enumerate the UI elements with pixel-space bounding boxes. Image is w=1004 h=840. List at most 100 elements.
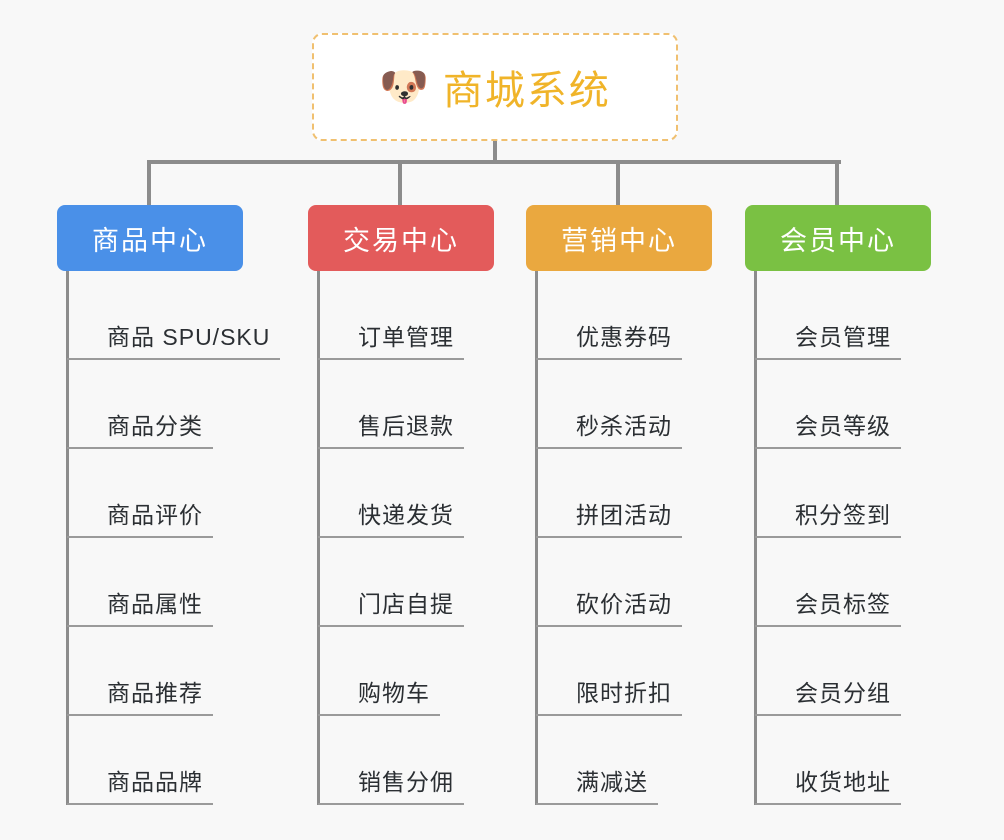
- category-box-marketing-center[interactable]: 营销中心: [526, 205, 712, 271]
- category-label-trade-center: 交易中心: [343, 225, 459, 256]
- connector-drop-product-center: [147, 160, 151, 205]
- leaf-label: 商品推荐: [97, 674, 213, 716]
- leaf-label: 快递发货: [348, 496, 464, 538]
- leaf-label: 满减送: [566, 763, 658, 805]
- leaf-item[interactable]: 商品推荐: [57, 627, 243, 716]
- connector-branch: [536, 803, 566, 805]
- leaf-label: 售后退款: [348, 407, 464, 449]
- leaf-item[interactable]: 会员等级: [745, 360, 931, 449]
- leaf-label: 商品分类: [97, 407, 213, 449]
- leaf-item[interactable]: 订单管理: [308, 271, 494, 360]
- category-box-product-center[interactable]: 商品中心: [57, 205, 243, 271]
- leaf-item[interactable]: 限时折扣: [526, 627, 712, 716]
- leaf-item[interactable]: 商品属性: [57, 538, 243, 627]
- leaf-list-marketing-center: 优惠券码秒杀活动拼团活动砍价活动限时折扣满减送: [526, 271, 712, 805]
- connector-branch: [318, 714, 348, 716]
- leaf-item[interactable]: 会员分组: [745, 627, 931, 716]
- leaf-item[interactable]: 砍价活动: [526, 538, 712, 627]
- connector-branch: [318, 447, 348, 449]
- category-box-member-center[interactable]: 会员中心: [745, 205, 931, 271]
- leaf-item[interactable]: 商品品牌: [57, 716, 243, 805]
- connector-branch: [755, 803, 785, 805]
- connector-branch: [536, 536, 566, 538]
- leaf-item[interactable]: 会员标签: [745, 538, 931, 627]
- connector-branch: [755, 447, 785, 449]
- connector-branch: [67, 358, 97, 360]
- leaf-label: 限时折扣: [566, 674, 682, 716]
- shiba-inu-dog-icon: 🐶: [379, 65, 429, 109]
- column-member-center: 会员中心会员管理会员等级积分签到会员标签会员分组收货地址: [745, 205, 931, 805]
- leaf-item[interactable]: 满减送: [526, 716, 712, 805]
- connector-drop-marketing-center: [616, 160, 620, 205]
- leaf-label: 会员等级: [785, 407, 901, 449]
- leaf-label: 积分签到: [785, 496, 901, 538]
- connector-branch: [755, 625, 785, 627]
- leaf-label: 会员分组: [785, 674, 901, 716]
- leaf-item[interactable]: 门店自提: [308, 538, 494, 627]
- connector-trunk-member-center: [754, 271, 757, 805]
- connector-horizontal-bus: [149, 160, 841, 164]
- category-label-member-center: 会员中心: [780, 225, 896, 256]
- connector-branch: [536, 625, 566, 627]
- leaf-label: 拼团活动: [566, 496, 682, 538]
- leaf-label: 商品 SPU/SKU: [97, 318, 281, 360]
- root-node-shop-system[interactable]: 🐶 商城系统: [312, 33, 678, 141]
- leaf-item[interactable]: 秒杀活动: [526, 360, 712, 449]
- connector-branch: [67, 625, 97, 627]
- leaf-item[interactable]: 拼团活动: [526, 449, 712, 538]
- leaf-item[interactable]: 销售分佣: [308, 716, 494, 805]
- connector-drop-trade-center: [398, 160, 402, 205]
- column-product-center: 商品中心商品 SPU/SKU 商品分类商品评价商品属性商品推荐商品品牌: [57, 205, 281, 805]
- connector-branch: [536, 358, 566, 360]
- connector-branch: [536, 714, 566, 716]
- connector-branch: [67, 803, 97, 805]
- leaf-label: 收货地址: [785, 763, 901, 805]
- connector-branch: [318, 536, 348, 538]
- leaf-label: 会员管理: [785, 318, 901, 360]
- leaf-list-trade-center: 订单管理售后退款快递发货门店自提购物车销售分佣: [308, 271, 494, 805]
- leaf-list-product-center: 商品 SPU/SKU 商品分类商品评价商品属性商品推荐商品品牌: [57, 271, 281, 805]
- leaf-item[interactable]: 优惠券码: [526, 271, 712, 360]
- connector-branch: [318, 803, 348, 805]
- leaf-label: 砍价活动: [566, 585, 682, 627]
- leaf-item[interactable]: 收货地址: [745, 716, 931, 805]
- connector-branch: [536, 447, 566, 449]
- connector-trunk-trade-center: [317, 271, 320, 805]
- connector-drop-member-center: [835, 160, 839, 205]
- leaf-label: 销售分佣: [348, 763, 464, 805]
- connector-branch: [67, 714, 97, 716]
- leaf-item[interactable]: 积分签到: [745, 449, 931, 538]
- connector-root-stem: [493, 141, 497, 162]
- connector-branch: [318, 625, 348, 627]
- leaf-label: 订单管理: [348, 318, 464, 360]
- category-box-trade-center[interactable]: 交易中心: [308, 205, 494, 271]
- leaf-item[interactable]: 商品 SPU/SKU: [57, 271, 281, 360]
- leaf-label: 门店自提: [348, 585, 464, 627]
- leaf-label: 会员标签: [785, 585, 901, 627]
- column-marketing-center: 营销中心优惠券码秒杀活动拼团活动砍价活动限时折扣满减送: [526, 205, 712, 805]
- connector-trunk-product-center: [66, 271, 69, 805]
- connector-branch: [67, 536, 97, 538]
- connector-branch: [755, 536, 785, 538]
- leaf-list-member-center: 会员管理会员等级积分签到会员标签会员分组收货地址: [745, 271, 931, 805]
- connector-trunk-marketing-center: [535, 271, 538, 805]
- leaf-item[interactable]: 商品评价: [57, 449, 243, 538]
- leaf-label: 商品品牌: [97, 763, 213, 805]
- connector-branch: [755, 714, 785, 716]
- leaf-label: 商品评价: [97, 496, 213, 538]
- leaf-item[interactable]: 快递发货: [308, 449, 494, 538]
- leaf-item[interactable]: 购物车: [308, 627, 494, 716]
- connector-branch: [67, 447, 97, 449]
- column-trade-center: 交易中心订单管理售后退款快递发货门店自提购物车销售分佣: [308, 205, 494, 805]
- leaf-item[interactable]: 商品分类: [57, 360, 243, 449]
- category-label-marketing-center: 营销中心: [561, 225, 677, 256]
- connector-branch: [755, 358, 785, 360]
- leaf-label: 购物车: [348, 674, 440, 716]
- leaf-item[interactable]: 售后退款: [308, 360, 494, 449]
- root-node-title: 商城系统: [442, 69, 611, 113]
- leaf-label: 秒杀活动: [566, 407, 682, 449]
- leaf-label: 优惠券码: [566, 318, 682, 360]
- leaf-label: 商品属性: [97, 585, 213, 627]
- leaf-item[interactable]: 会员管理: [745, 271, 931, 360]
